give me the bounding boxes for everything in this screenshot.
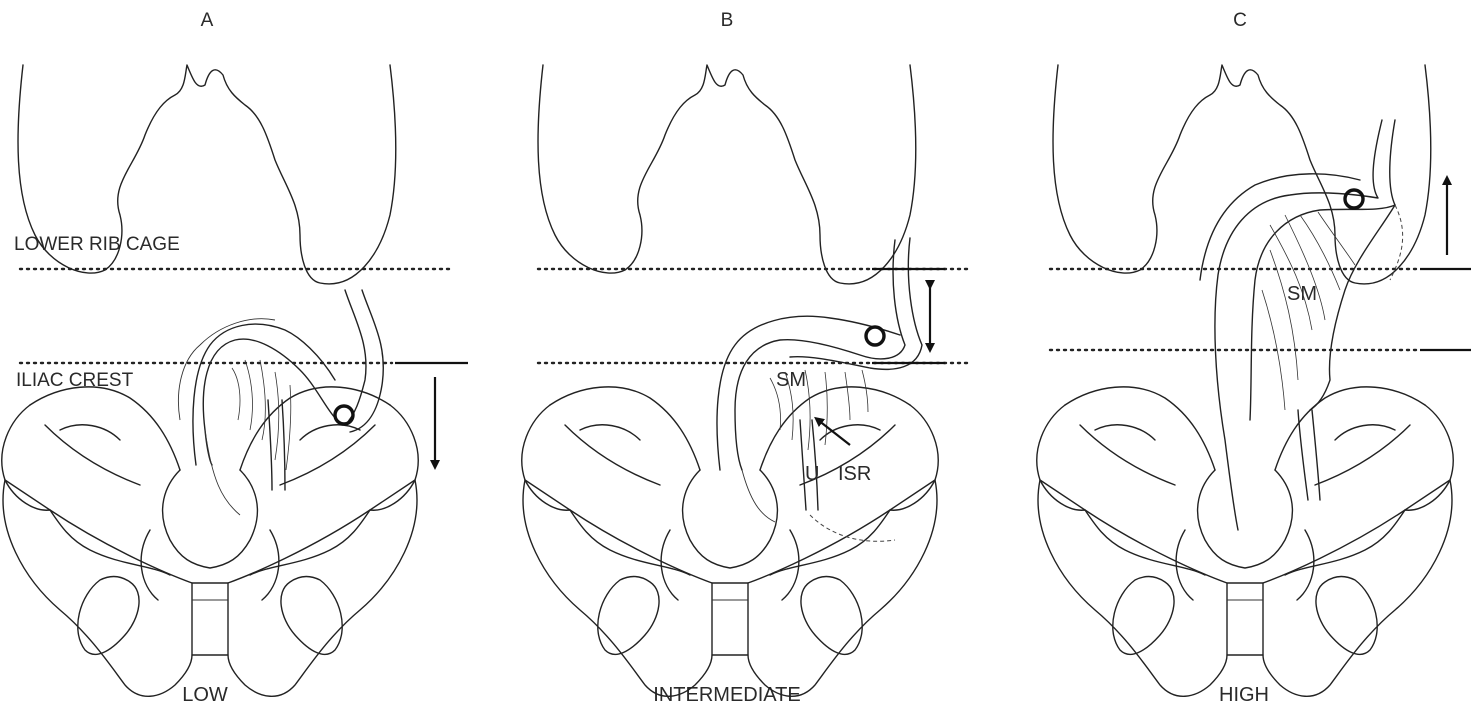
pelvis-outline-c [1037, 387, 1453, 696]
panel-letter-b: B [721, 10, 734, 31]
iliac-crest-dotted-lines [20, 350, 1418, 363]
anastomosis-ring-a [335, 406, 353, 424]
sm-label-b: SM [776, 369, 806, 391]
pelvis-outline-a [2, 387, 418, 696]
rib-cage-outline-b [538, 65, 916, 284]
panel-letter-c: C [1233, 10, 1247, 31]
panel-letter-a: A [201, 10, 214, 31]
rib-cage-outline-c [1053, 65, 1431, 284]
anastomosis-ring-c [1345, 190, 1363, 208]
lower-rib-cage-label: LOWER RIB CAGE [14, 234, 180, 255]
panel-c: SM [1037, 65, 1471, 696]
u-label-b: U [805, 463, 819, 485]
isr-arrow-b [818, 420, 850, 445]
anastomosis-ring-b [866, 327, 884, 345]
panel-caption-high: HIGH [1219, 684, 1269, 706]
panel-b: SM U ISR [522, 65, 945, 696]
sm-label-c: SM [1287, 283, 1317, 305]
isr-label-b: ISR [838, 463, 871, 485]
panel-caption-low: LOW [182, 684, 228, 706]
sigmoid-colon-c [1215, 120, 1382, 530]
sigmoid-colon-b [735, 240, 905, 470]
